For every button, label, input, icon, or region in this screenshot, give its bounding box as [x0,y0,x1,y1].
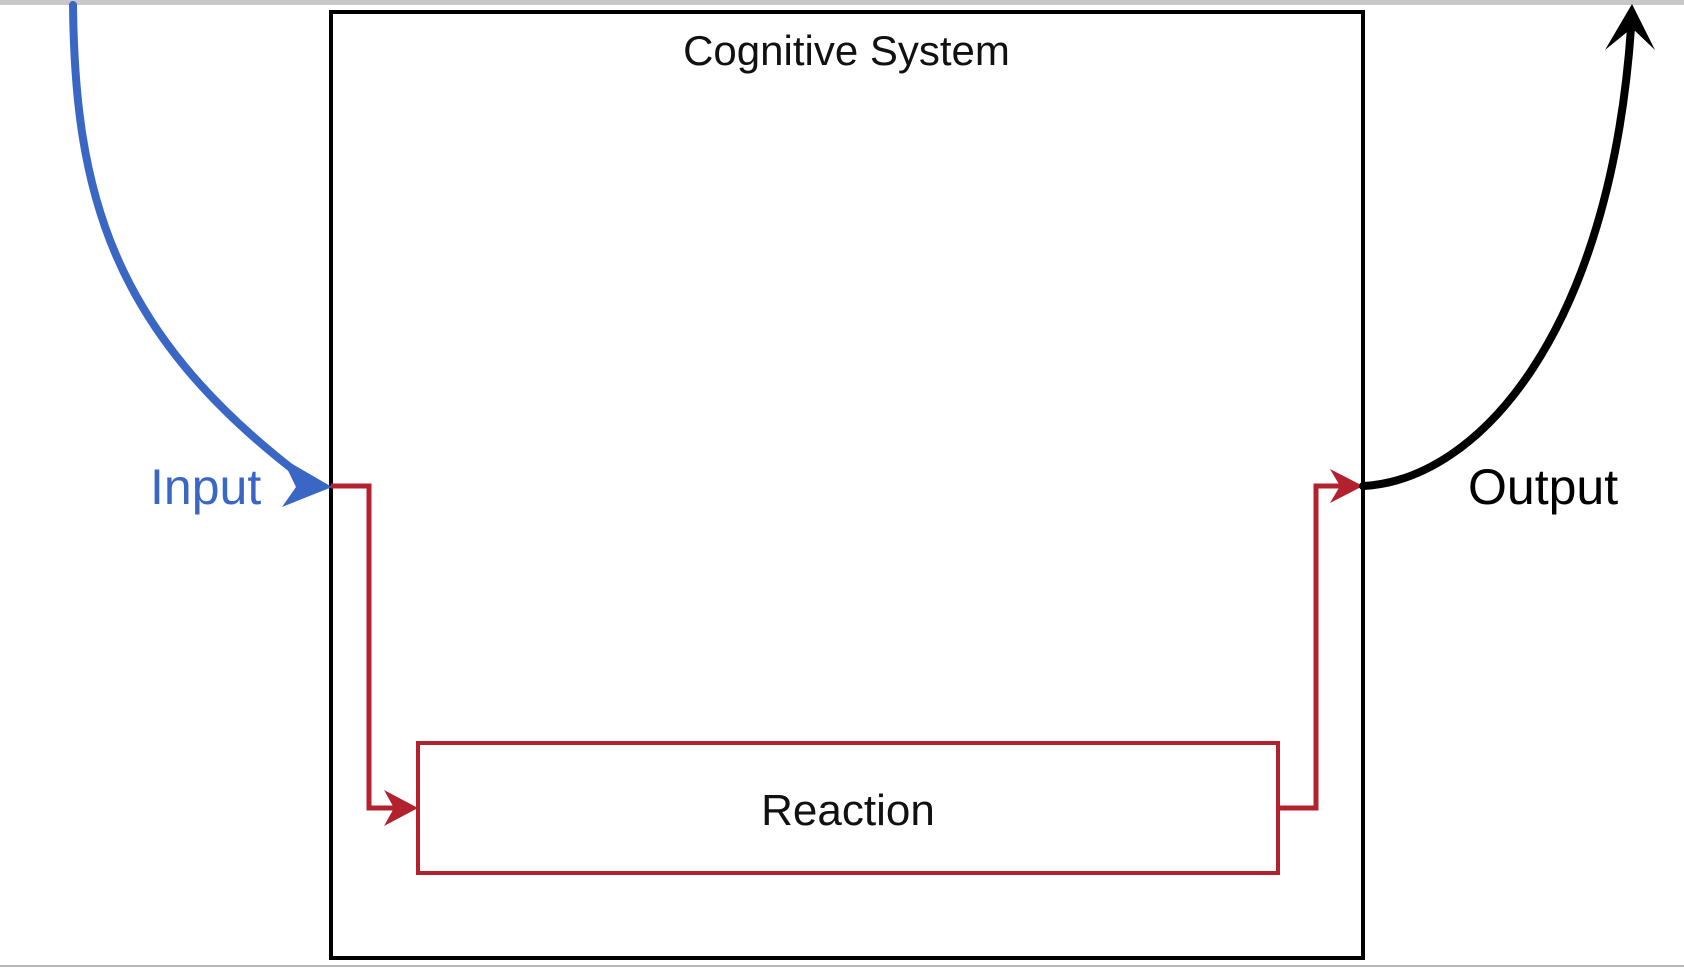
flow-reaction-to-output [1278,483,1342,811]
input-arrow [69,1,304,479]
top-edge [0,0,1684,5]
flow-input-to-reaction [331,483,400,811]
output-label: Output [1468,459,1619,515]
input-arrowhead-icon [282,458,332,507]
output-arrowhead-icon [1605,4,1655,50]
bottom-edge [0,965,1684,967]
output-arrow [1359,24,1635,490]
diagram-title: Cognitive System [683,27,1010,74]
reaction-label: Reaction [761,786,935,835]
reaction-entry-arrowhead-icon [384,790,418,826]
output-exit-arrowhead-icon [1330,469,1363,503]
input-label: Input [150,459,262,515]
